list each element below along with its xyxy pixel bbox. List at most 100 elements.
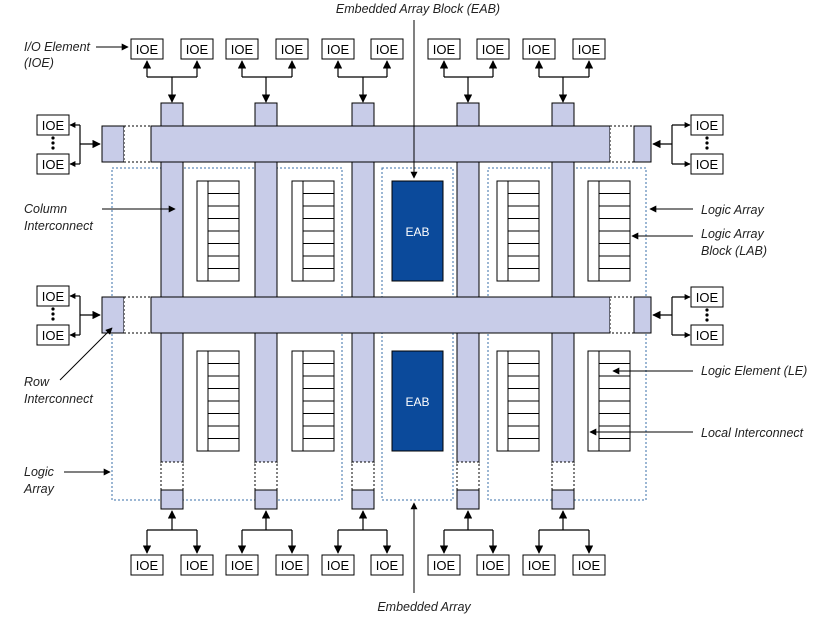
ioe-bottom-3: IOE (225, 554, 259, 576)
ioe-box (690, 286, 724, 308)
logic-element (507, 243, 540, 257)
ioe-box (36, 324, 70, 346)
logic-element (302, 268, 335, 282)
label-logic-element: Logic Element (LE) (701, 364, 807, 378)
ioe-box (36, 114, 70, 136)
lab-2-1 (196, 350, 240, 452)
ioe-label: IOE (578, 558, 601, 573)
logic-element (507, 180, 540, 194)
logic-element (207, 413, 240, 427)
logic-element (302, 413, 335, 427)
logic-element (207, 230, 240, 244)
logic-element (207, 388, 240, 402)
ellipsis-dot (705, 136, 709, 140)
eab-label-top: EAB (405, 225, 429, 239)
ioe-label: IOE (482, 558, 505, 573)
ioe-top-2: IOE (180, 38, 214, 60)
column-stub-4 (456, 489, 480, 510)
logic-element (302, 218, 335, 232)
column-interconnect-1 (160, 102, 184, 510)
logic-element (207, 350, 240, 364)
logic-element (507, 205, 540, 219)
column-interconnect-bars (160, 102, 575, 510)
label-logic-array-right: Logic Array (701, 203, 765, 217)
ioe-top-3: IOE (225, 38, 259, 60)
ioe-box (275, 38, 309, 60)
lab-2-3 (496, 350, 540, 452)
logic-element (598, 243, 631, 257)
column-stub-5 (551, 489, 575, 510)
lab-1-3 (496, 180, 540, 282)
ioe-label: IOE (376, 558, 399, 573)
ellipsis-dot (51, 146, 55, 150)
ioe-bottom-2: IOE (180, 554, 214, 576)
ioe-box (522, 554, 556, 576)
ioe-label: IOE (327, 42, 350, 57)
label-eab-top: Embedded Array Block (EAB) (336, 2, 500, 16)
ioe-box (522, 38, 556, 60)
row-gap-right-2 (609, 296, 635, 334)
row-stub-right-2 (633, 296, 652, 334)
eab-block-bottom: EAB (391, 350, 444, 452)
row-gap-left-2 (123, 296, 152, 334)
logic-element (207, 268, 240, 282)
ioe-label: IOE (42, 118, 65, 133)
ioe-label: IOE (42, 289, 65, 304)
row-stub-left-2 (101, 296, 125, 334)
column-interconnect-3 (351, 102, 375, 510)
logic-element (507, 363, 540, 377)
ioe-label: IOE (281, 42, 304, 57)
ioe-top-10: IOE (572, 38, 606, 60)
column-gap-5 (551, 461, 575, 491)
lab-1-4 (587, 180, 631, 282)
ioe-bottom-1: IOE (130, 554, 164, 576)
lab-1-1 (196, 180, 240, 282)
logic-element (598, 388, 631, 402)
logic-element (207, 218, 240, 232)
label-local-interconnect: Local Interconnect (701, 426, 804, 440)
ioe-label: IOE (186, 42, 209, 57)
logic-element (598, 205, 631, 219)
ellipsis-dot (51, 136, 55, 140)
ellipsis-dot (705, 141, 709, 145)
label-lab-2: Block (LAB) (701, 244, 767, 258)
ioe-label: IOE (433, 42, 456, 57)
ioe-label: IOE (528, 558, 551, 573)
ioe-top-1: IOE (130, 38, 164, 60)
column-stub-1 (160, 489, 184, 510)
logic-element (507, 413, 540, 427)
ioe-label: IOE (376, 42, 399, 57)
io-elements: IOE IOE IOE IOE IOE IOE IOE IOE IOE IOE IOE IOE IOE I… (36, 38, 724, 576)
ioe-label: IOE (231, 42, 254, 57)
logic-element (598, 193, 631, 207)
ioe-box (690, 153, 724, 175)
row-interconnect-bars (101, 125, 652, 334)
label-lab-1: Logic Array (701, 227, 765, 241)
logic-element (302, 375, 335, 389)
ioe-box (572, 38, 606, 60)
ioe-label: IOE (578, 42, 601, 57)
logic-element (598, 375, 631, 389)
logic-element (598, 180, 631, 194)
logic-element (507, 230, 540, 244)
logic-element (598, 400, 631, 414)
label-embedded-array: Embedded Array (377, 600, 471, 614)
ioe-box (427, 554, 461, 576)
ioe-top-6: IOE (370, 38, 404, 60)
ioe-label: IOE (433, 558, 456, 573)
logic-element (598, 363, 631, 377)
lab-1-2 (291, 180, 335, 282)
logic-element (302, 243, 335, 257)
ioe-bottom-7: IOE (427, 554, 461, 576)
ioe-box (180, 554, 214, 576)
ioe-label: IOE (696, 290, 719, 305)
lab-2-4 (587, 350, 631, 452)
ioe-box (370, 554, 404, 576)
lab-2-2 (291, 350, 335, 452)
ioe-left-2-a: IOE (36, 285, 70, 307)
logic-element (598, 268, 631, 282)
logic-element (207, 438, 240, 452)
column-gap-2 (254, 461, 278, 491)
logic-element (302, 180, 335, 194)
logic-element (302, 350, 335, 364)
